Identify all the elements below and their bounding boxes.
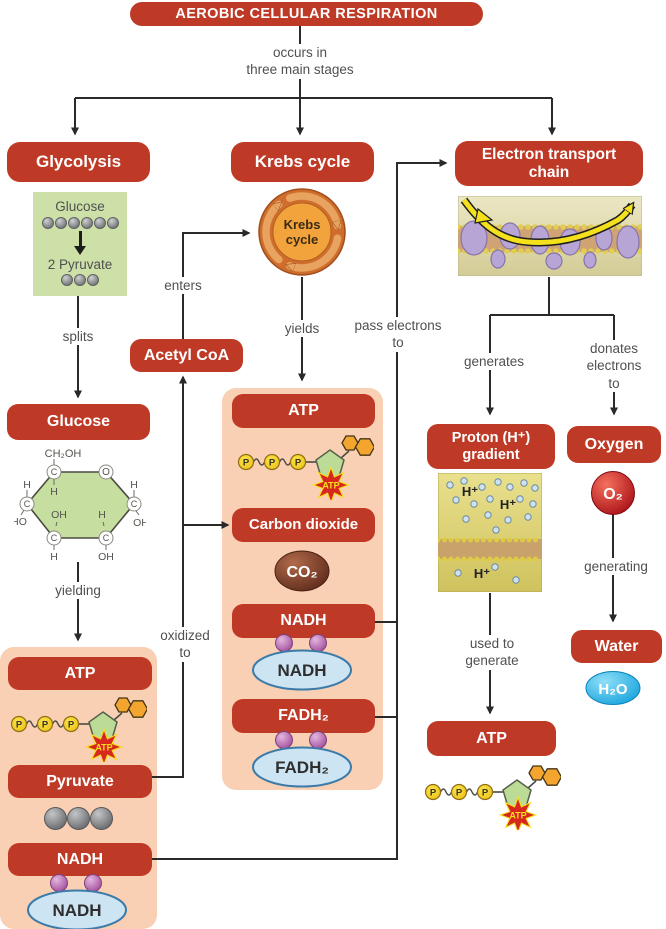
carbon-label: C [24, 499, 31, 509]
nadh-molecule-krebs: NADH [252, 634, 352, 691]
pyruvate-panel-label: 2 Pyruvate [47, 256, 113, 272]
glucose-panel-label: Glucose [55, 199, 105, 214]
proton-dots [446, 477, 539, 584]
node-box-carbon-dioxide: Carbon dioxide [232, 508, 375, 542]
node-box-pyruvate: Pyruvate [8, 765, 152, 798]
node-box-nadh-glycolysis: NADH [8, 843, 152, 876]
pyruvate-molecule-balls [44, 807, 113, 830]
glycolysis-overview-panel: Glucose 2 Pyruvate [33, 192, 127, 296]
h-label: H [50, 486, 58, 498]
edge-label-yielding: yielding [52, 582, 104, 600]
nadh-molecule-glycolysis: NADH [27, 874, 127, 929]
h-label: H [130, 479, 138, 491]
carbon-label: C [103, 533, 110, 543]
h2o-label: H₂O [598, 681, 627, 698]
electron-path-arrow [460, 197, 636, 247]
nadh-label: NADH [277, 661, 326, 680]
oh-label: OH [51, 509, 67, 521]
atom-labels: C C C C C O [24, 467, 138, 543]
proton-gradient-illustration: H⁺ H⁺ H⁺ [438, 473, 542, 592]
pyruvate-carbon-balls [61, 274, 100, 286]
edge-label-splits: splits [59, 328, 97, 346]
edge-label-used-to-generate: used to generate [462, 635, 522, 670]
oh-label: OH [133, 517, 146, 529]
stage-box-glycolysis: Glycolysis [7, 142, 150, 182]
bond-ticks [20, 459, 140, 550]
glucose-molecule-illustration: C C C C C O CH₂OH H H HO H OH OH H H OH [14, 448, 146, 562]
h-plus-label: H⁺ [500, 497, 516, 512]
edge-label-enters: enters [161, 277, 205, 295]
atp-molecule-glycolysis [7, 690, 147, 762]
etc-membrane-illustration [458, 196, 642, 276]
title-banner: AEROBIC CELLULAR RESPIRATION [130, 2, 483, 26]
ring-atoms [19, 464, 142, 546]
node-box-water: Water [571, 630, 662, 663]
node-box-atp-glycolysis: ATP [8, 657, 152, 690]
o2-molecule-illustration: O₂ [591, 471, 635, 515]
node-box-atp-etc: ATP [427, 721, 556, 756]
edge-label-yields: yields [281, 320, 323, 338]
edge-label-donates-electrons-to: donates electrons to [583, 340, 645, 392]
node-box-acetyl-coa: Acetyl CoA [130, 339, 243, 372]
fadh2-molecule-krebs: FADH₂ [252, 731, 352, 788]
edge-label-oxidized-to: oxidized to [157, 627, 213, 662]
edge-label-generates: generates [460, 353, 528, 371]
nadh-label: NADH [52, 901, 101, 920]
h-label: H [98, 509, 106, 521]
h-label: H [23, 479, 31, 491]
glucose-carbon-balls [41, 216, 119, 229]
fadh2-label: FADH₂ [275, 758, 329, 777]
stage-box-krebs-cycle: Krebs cycle [231, 142, 374, 182]
h-plus-label: H⁺ [462, 484, 478, 499]
carbon-label: C [131, 499, 138, 509]
atp-molecule-krebs [234, 428, 374, 500]
o2-label: O₂ [603, 486, 623, 503]
carbon-label: C [51, 533, 58, 543]
node-box-oxygen: Oxygen [567, 426, 661, 463]
h2o-molecule-illustration: H₂O [585, 671, 641, 705]
ho-label: HO [14, 516, 27, 528]
co2-molecule-illustration: CO₂ [274, 550, 330, 592]
carbon-label: C [51, 467, 58, 477]
oxygen-atom-label: O [102, 467, 110, 478]
co2-label: CO₂ [286, 564, 317, 581]
h-plus-labels: H⁺ H⁺ H⁺ [462, 484, 516, 581]
node-box-proton-gradient: Proton (H⁺) gradient [427, 424, 555, 469]
substituent-labels: CH₂OH H H HO H OH OH H H OH [14, 448, 146, 562]
node-box-atp-krebs: ATP [232, 394, 375, 428]
edge-label-generating: generating [581, 558, 651, 576]
h-plus-label: H⁺ [474, 566, 490, 581]
split-arrow-icon [74, 230, 86, 255]
ch2oh-label: CH₂OH [45, 448, 82, 460]
node-box-glucose: Glucose [7, 404, 150, 440]
edge-label-pass-electrons-to: pass electrons to [351, 317, 445, 352]
stage-box-electron-transport-chain: Electron transport chain [455, 141, 643, 186]
oh-label: OH [98, 551, 114, 562]
edge-label-occurs-in: occurs in three main stages [243, 44, 357, 79]
atp-molecule-etc [421, 758, 561, 830]
h-label: H [50, 551, 58, 562]
krebs-wheel-label: Krebs cycle [283, 217, 321, 247]
